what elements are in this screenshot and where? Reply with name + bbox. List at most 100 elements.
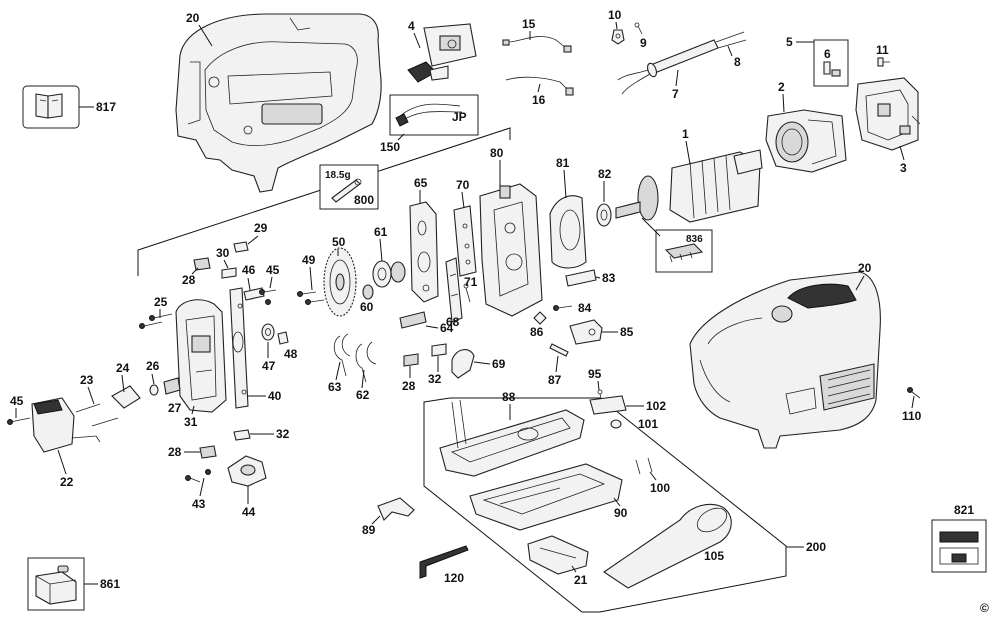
label-47: 47 [262, 359, 276, 373]
label-821: 821 [954, 503, 974, 517]
nameplate-box-821 [931, 519, 987, 573]
label-28-top: 28 [182, 273, 196, 287]
label-83: 83 [602, 271, 616, 285]
label-50: 50 [332, 235, 346, 249]
label-49: 49 [302, 253, 316, 267]
pads-29-30 [221, 241, 249, 279]
bar-46 [243, 287, 265, 301]
housing-half-left [175, 13, 382, 193]
label-89: 89 [362, 523, 376, 537]
label-43: 43 [192, 497, 206, 511]
rod-40 [229, 287, 249, 409]
power-cord-7-8 [617, 31, 747, 95]
label-jp: JP [452, 110, 467, 124]
part-71 [463, 283, 471, 303]
pad-32-upper [431, 343, 447, 357]
pad-28-top [193, 257, 211, 271]
pin-87 [549, 343, 569, 357]
label-15: 15 [522, 17, 536, 31]
label-86: 86 [530, 325, 544, 339]
screw-84 [553, 305, 573, 311]
label-45-upper: 45 [266, 263, 280, 277]
label-102: 102 [646, 399, 666, 413]
label-861: 861 [100, 577, 120, 591]
label-150: 150 [380, 140, 400, 154]
label-70: 70 [456, 178, 470, 192]
label-63: 63 [328, 380, 342, 394]
lever-69 [451, 349, 475, 379]
dust-chute-105 [603, 503, 732, 589]
label-22: 22 [60, 475, 74, 489]
lead-set-box-150 [389, 94, 479, 136]
label-88: 88 [502, 390, 516, 404]
base-plate-90 [469, 463, 623, 531]
bearing-47 [261, 323, 275, 341]
label-9: 9 [640, 36, 647, 50]
spring-62 [355, 341, 377, 383]
label-82: 82 [598, 167, 612, 181]
pad-32-lower [233, 429, 251, 441]
label-2: 2 [778, 80, 785, 94]
brush-set-box-836 [655, 229, 713, 273]
clamp-10-screw-9 [611, 22, 643, 45]
label-81: 81 [556, 156, 570, 170]
wire-16 [505, 76, 574, 96]
part-60 [362, 284, 374, 300]
housing-half-right [689, 271, 881, 449]
label-87: 87 [548, 373, 562, 387]
label-101: 101 [638, 417, 658, 431]
copyright-mark: © [980, 601, 989, 615]
label-100: 100 [650, 481, 670, 495]
label-25: 25 [154, 295, 168, 309]
label-84: 84 [578, 301, 592, 315]
label-30: 30 [216, 246, 230, 260]
label-46: 46 [242, 263, 256, 277]
label-68: 68 [446, 315, 460, 329]
plunger-68 [445, 257, 463, 323]
gear-case-80 [479, 183, 543, 317]
label-32-lower: 32 [276, 427, 290, 441]
label-1: 1 [682, 127, 689, 141]
screws-45-upper [259, 289, 277, 305]
label-5: 5 [786, 35, 793, 49]
label-11: 11 [876, 43, 889, 57]
gear-50 [323, 247, 357, 317]
label-105: 105 [704, 549, 724, 563]
part-83 [565, 269, 597, 287]
label-4: 4 [408, 19, 415, 33]
grease-box-800 [319, 164, 379, 210]
part-85 [569, 319, 603, 345]
screws-43 [185, 469, 211, 483]
bearing-61 [372, 260, 406, 288]
part-86 [533, 311, 547, 325]
plate-102 [589, 395, 627, 415]
hex-key-120 [419, 545, 469, 579]
label-61: 61 [374, 225, 388, 239]
label-31: 31 [184, 415, 198, 429]
label-27: 27 [168, 401, 182, 415]
label-40: 40 [268, 389, 282, 403]
label-69: 69 [492, 357, 506, 371]
screw-45-lower [7, 417, 31, 425]
pad-28-bottom [199, 445, 217, 459]
label-62: 62 [356, 388, 370, 402]
shoe-88 [439, 399, 585, 477]
label-64: 64 [440, 321, 454, 335]
pins-23 [75, 403, 119, 427]
part-26 [149, 384, 159, 396]
label-200: 200 [806, 540, 826, 554]
brush-holder-3 [855, 77, 921, 151]
bracket-24 [111, 385, 141, 409]
label-48: 48 [284, 347, 298, 361]
clip-48 [277, 331, 289, 345]
shoe-assembly-outline-200 [423, 397, 787, 613]
roller-27 [163, 377, 181, 395]
label-10: 10 [608, 8, 622, 22]
washer-82 [596, 203, 612, 227]
label-32-upper: 32 [428, 372, 442, 386]
bracket-89 [377, 497, 415, 521]
label-26: 26 [146, 359, 160, 373]
wire-15 [502, 36, 572, 53]
label-90: 90 [614, 506, 628, 520]
